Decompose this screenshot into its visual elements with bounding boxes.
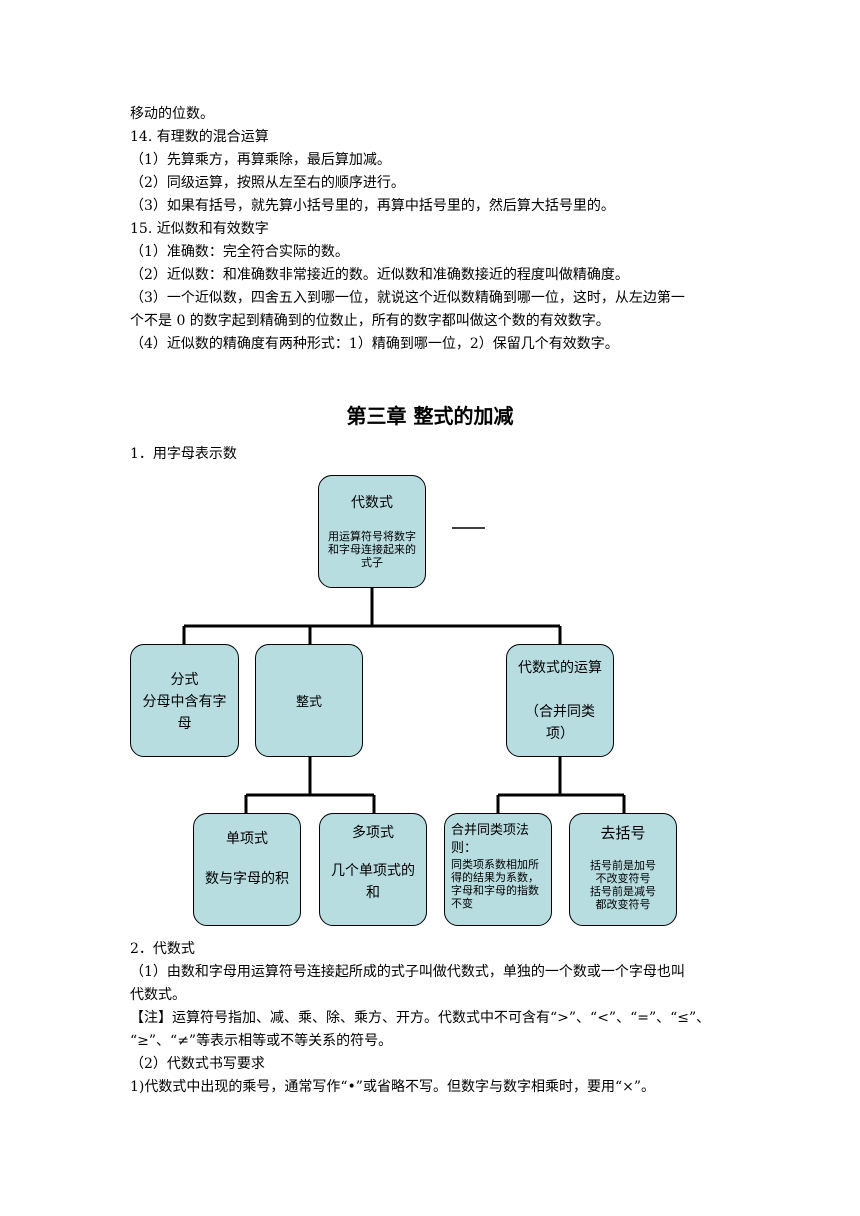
text-line: （2）近似数：和准确数非常接近的数。近似数和准确数接近的程度叫做精确度。 bbox=[130, 267, 629, 283]
text-line: （1）由数和字母用运算符号连接起所成的式子叫做代数式，单独的一个数或一个字母也叫 bbox=[130, 964, 685, 980]
node-combine-like-terms: 合并同类项法则： 同类项系数相加所得的结果为系数，字母和字母的指数不变 bbox=[444, 813, 552, 926]
text-line: （1）先算乘方，再算乘除，最后算加减。 bbox=[130, 152, 391, 168]
text-line: 1)代数式中出现的乘号，通常写作“•”或省略不写。但数字与数字相乘时，要用“×”… bbox=[130, 1079, 655, 1095]
text-line: （1）准确数：完全符合实际的数。 bbox=[130, 244, 349, 260]
text-line: 【注】运算符号指加、减、乘、除、乘方、开方。代数式中不可含有“>”、“<”、“=… bbox=[130, 1010, 711, 1026]
node-title: 整式 bbox=[295, 695, 322, 710]
node-desc: 几个单项式的和 bbox=[331, 863, 415, 901]
node-title: 多项式 bbox=[352, 825, 394, 841]
text-line: （2）同级运算，按照从左至右的顺序进行。 bbox=[130, 175, 405, 191]
node-desc: （合并同类项） bbox=[525, 704, 595, 742]
text-line: （3）一个近似数，四舍五入到哪一位，就说这个近似数精确到哪一位，这时，从左边第一 bbox=[130, 290, 685, 306]
node-algebraic-expression: 代数式 用运算符号将数字和字母连接起来的式子 bbox=[318, 475, 426, 588]
section-heading: 2．代数式 bbox=[130, 941, 195, 957]
node-title: 分式 bbox=[170, 672, 199, 688]
node-desc: 括号前是减号都改变符号 bbox=[590, 885, 656, 911]
node-desc: 数与字母的积 bbox=[205, 871, 289, 887]
node-title: 代数式 bbox=[351, 495, 393, 511]
node-desc: 分母中含有字母 bbox=[142, 694, 227, 732]
node-title: 代数式的运算 bbox=[518, 660, 602, 676]
node-desc: 同类项系数相加所得的结果为系数，字母和字母的指数不变 bbox=[451, 858, 539, 910]
text-line: “≥”、“≠”等表示相等或不等关系的符号。 bbox=[130, 1033, 393, 1049]
node-desc: 用运算符号将数字和字母连接起来的式子 bbox=[328, 530, 416, 569]
section-heading: 1．用字母表示数 bbox=[130, 446, 237, 462]
text-line: 代数式。 bbox=[130, 987, 186, 1003]
text-line: 个不是 0 的数字起到精确到的位数止，所有的数字都叫做这个数的有效数字。 bbox=[130, 313, 610, 329]
text-line: （4）近似数的精确度有两种形式：1）精确到哪一位，2）保留几个有效数字。 bbox=[130, 336, 619, 352]
node-integral-expression: 整式 bbox=[255, 644, 363, 757]
node-title: 单项式 bbox=[226, 831, 268, 847]
node-monomial: 单项式 数与字母的积 bbox=[193, 813, 301, 926]
node-remove-brackets: 去括号 括号前是加号不改变符号 括号前是减号都改变符号 bbox=[569, 813, 677, 926]
node-fraction: 分式 分母中含有字母 bbox=[130, 644, 239, 757]
node-title: 合并同类项法则： bbox=[451, 823, 530, 856]
node-title: 去括号 bbox=[600, 824, 646, 842]
text-line: （2）代数式书写要求 bbox=[130, 1056, 265, 1072]
text-line: 15. 近似数和有效数字 bbox=[130, 221, 269, 237]
node-multinomial: 多项式 几个单项式的和 bbox=[319, 813, 427, 926]
node-operations: 代数式的运算 （合并同类项） bbox=[506, 644, 614, 757]
text-line: 14. 有理数的混合运算 bbox=[130, 129, 269, 145]
chapter-title: 第三章 整式的加减 bbox=[346, 404, 514, 428]
text-line: 移动的位数。 bbox=[130, 106, 214, 122]
node-desc: 括号前是加号不改变符号 bbox=[590, 859, 656, 885]
text-line: （3）如果有括号，就先算小括号里的，再算中括号里的，然后算大括号里的。 bbox=[130, 198, 615, 214]
